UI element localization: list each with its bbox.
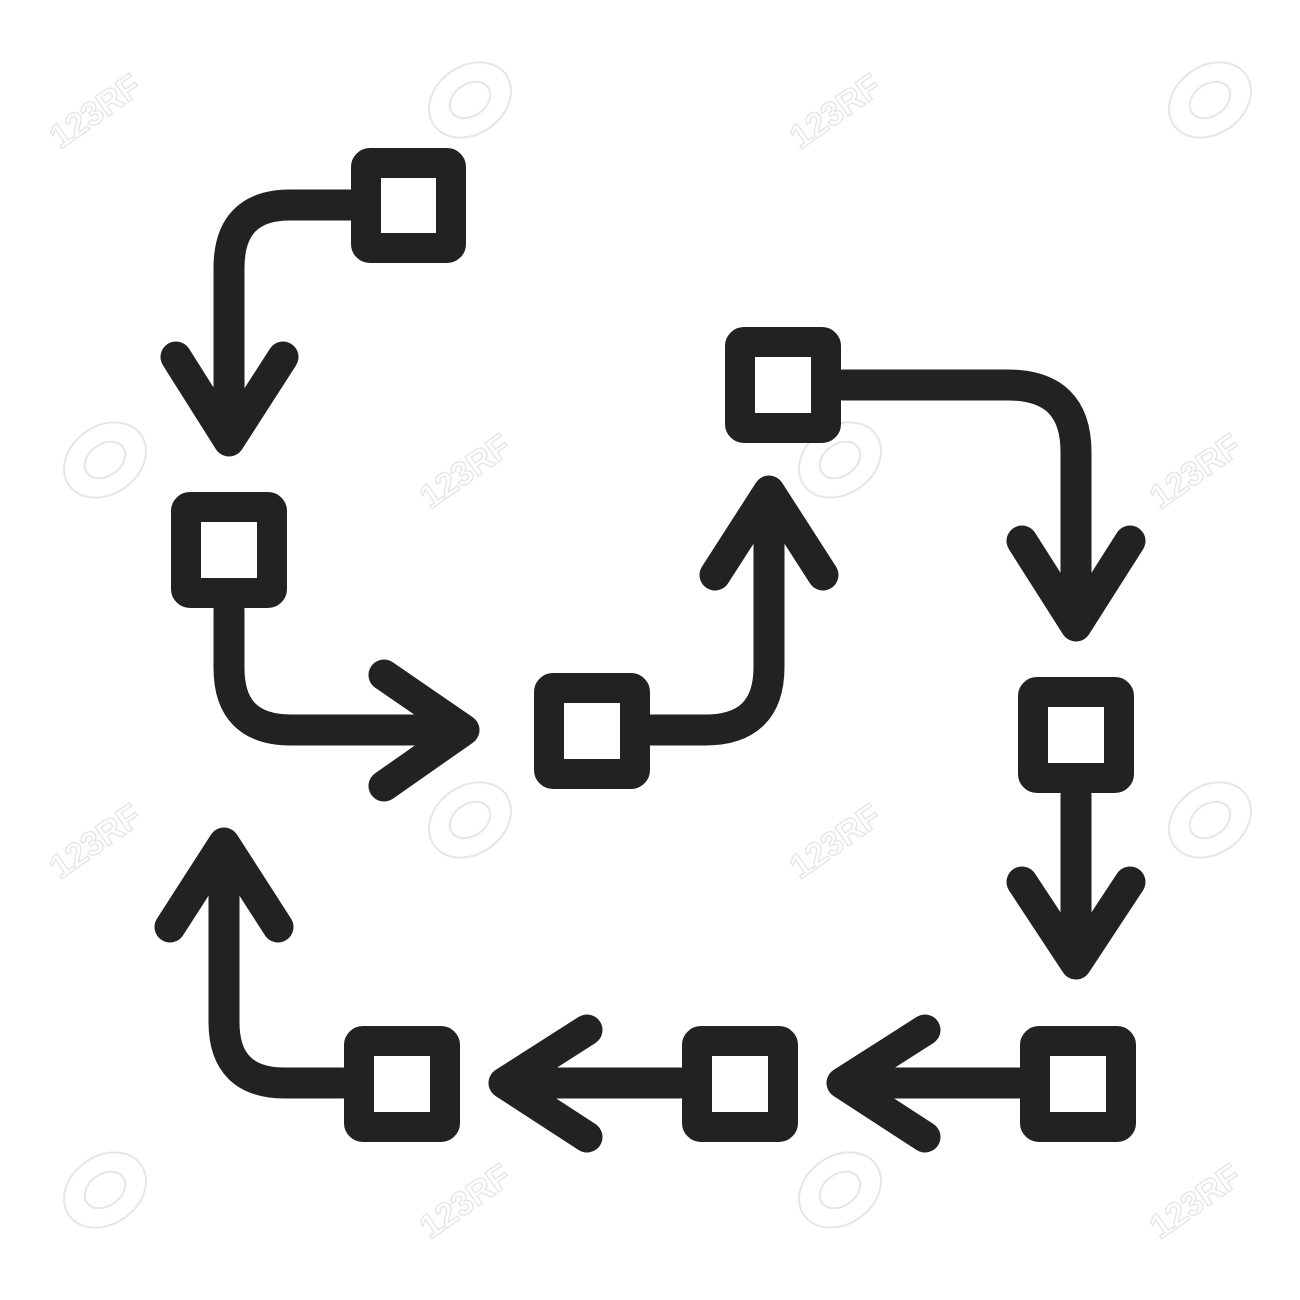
- watermark-text: 123RF: [1143, 1157, 1248, 1247]
- watermark-logo-icon: [428, 781, 512, 859]
- watermark-text: 123RF: [1143, 427, 1248, 517]
- watermark-text: 123RF: [413, 1157, 518, 1247]
- watermark-text: 123RF: [413, 427, 518, 517]
- watermark-text: 123RF: [43, 797, 148, 887]
- process-node-8: [344, 1026, 460, 1142]
- process-node-3: [534, 673, 650, 789]
- arrowhead-4-down: [1006, 525, 1146, 642]
- process-node-5: [1018, 677, 1134, 793]
- arrowhead-1-down: [160, 341, 299, 457]
- watermark-text: 123RF: [783, 67, 888, 157]
- arrowhead-6-left: [826, 1014, 941, 1153]
- process-node-2: [171, 492, 287, 608]
- connector-8-arrow-up: [208, 829, 358, 1099]
- watermark-logo-icon: [1168, 61, 1252, 139]
- watermark-logo-icon: [63, 421, 147, 499]
- connector-1-arrow-down: [213, 189, 366, 456]
- nodes: [171, 148, 1136, 1142]
- process-node-4: [725, 327, 841, 443]
- watermark-logo-icon: [428, 61, 512, 139]
- watermark-logo-icon: [798, 1151, 882, 1229]
- arrowhead-2-right: [368, 659, 480, 802]
- watermark-logo-icon: [1168, 781, 1252, 859]
- arrowhead-3-up: [699, 475, 839, 591]
- process-node-1: [351, 148, 466, 263]
- connector-4-arrow-down: [827, 369, 1092, 640]
- process-node-6: [1020, 1026, 1136, 1142]
- arrowhead-7-left: [488, 1014, 603, 1153]
- arrowhead-8-up: [154, 827, 294, 943]
- connector-2-arrow-right: [213, 594, 478, 746]
- connector-3-arrow-up: [634, 477, 785, 746]
- process-node-7: [682, 1026, 798, 1142]
- arrowhead-5-down: [1006, 866, 1146, 980]
- connectors: [154, 189, 1146, 1153]
- watermark-logo-icon: [63, 1151, 147, 1229]
- watermark-text: 123RF: [43, 67, 148, 157]
- watermark-text: 123RF: [783, 797, 888, 887]
